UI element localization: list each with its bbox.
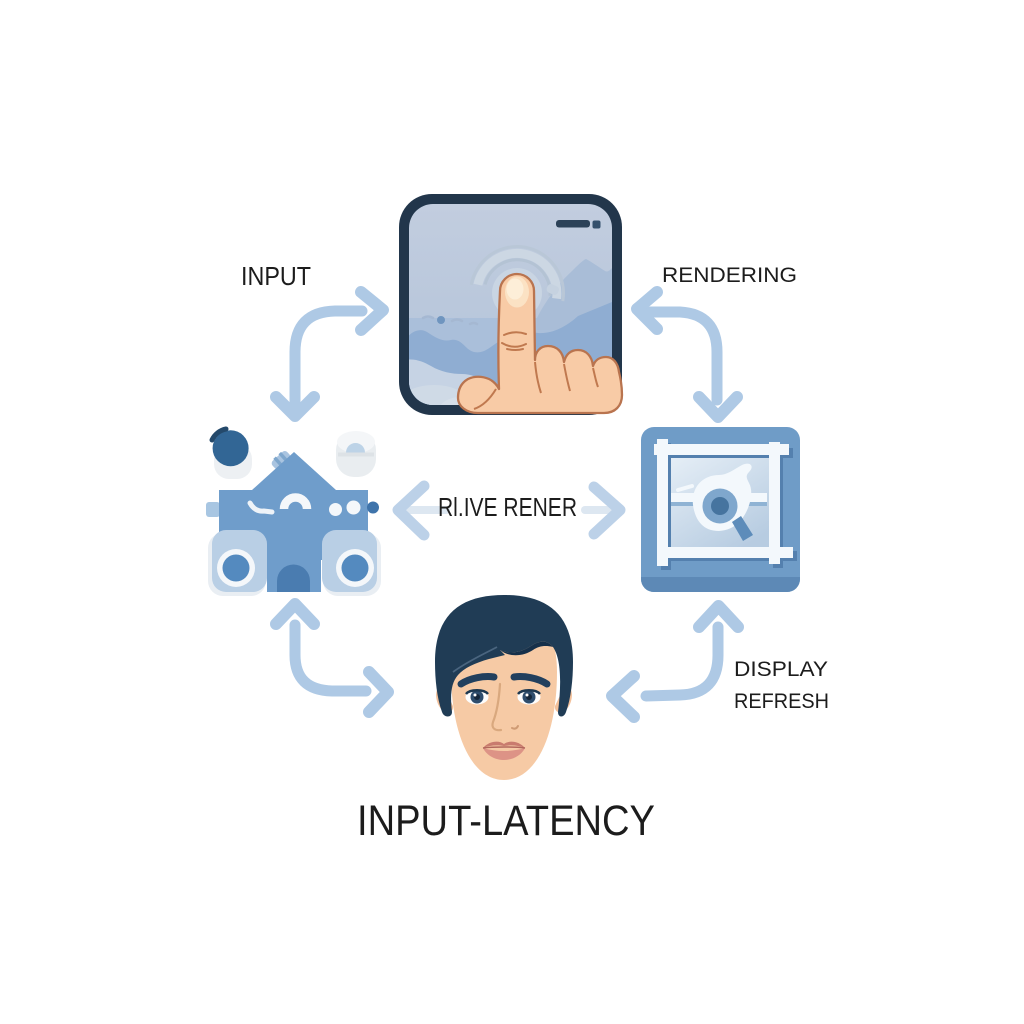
svg-text:RENDERING: RENDERING	[662, 264, 797, 287]
svg-text:DISPLAY: DISPLAY	[734, 658, 828, 681]
svg-text:Rl.IVE RENER: Rl.IVE RENER	[438, 492, 577, 522]
svg-text:REFRESH: REFRESH	[734, 690, 829, 713]
svg-text:INPUT: INPUT	[241, 261, 311, 291]
svg-text:INPUT-LATENCY: INPUT-LATENCY	[357, 798, 655, 845]
